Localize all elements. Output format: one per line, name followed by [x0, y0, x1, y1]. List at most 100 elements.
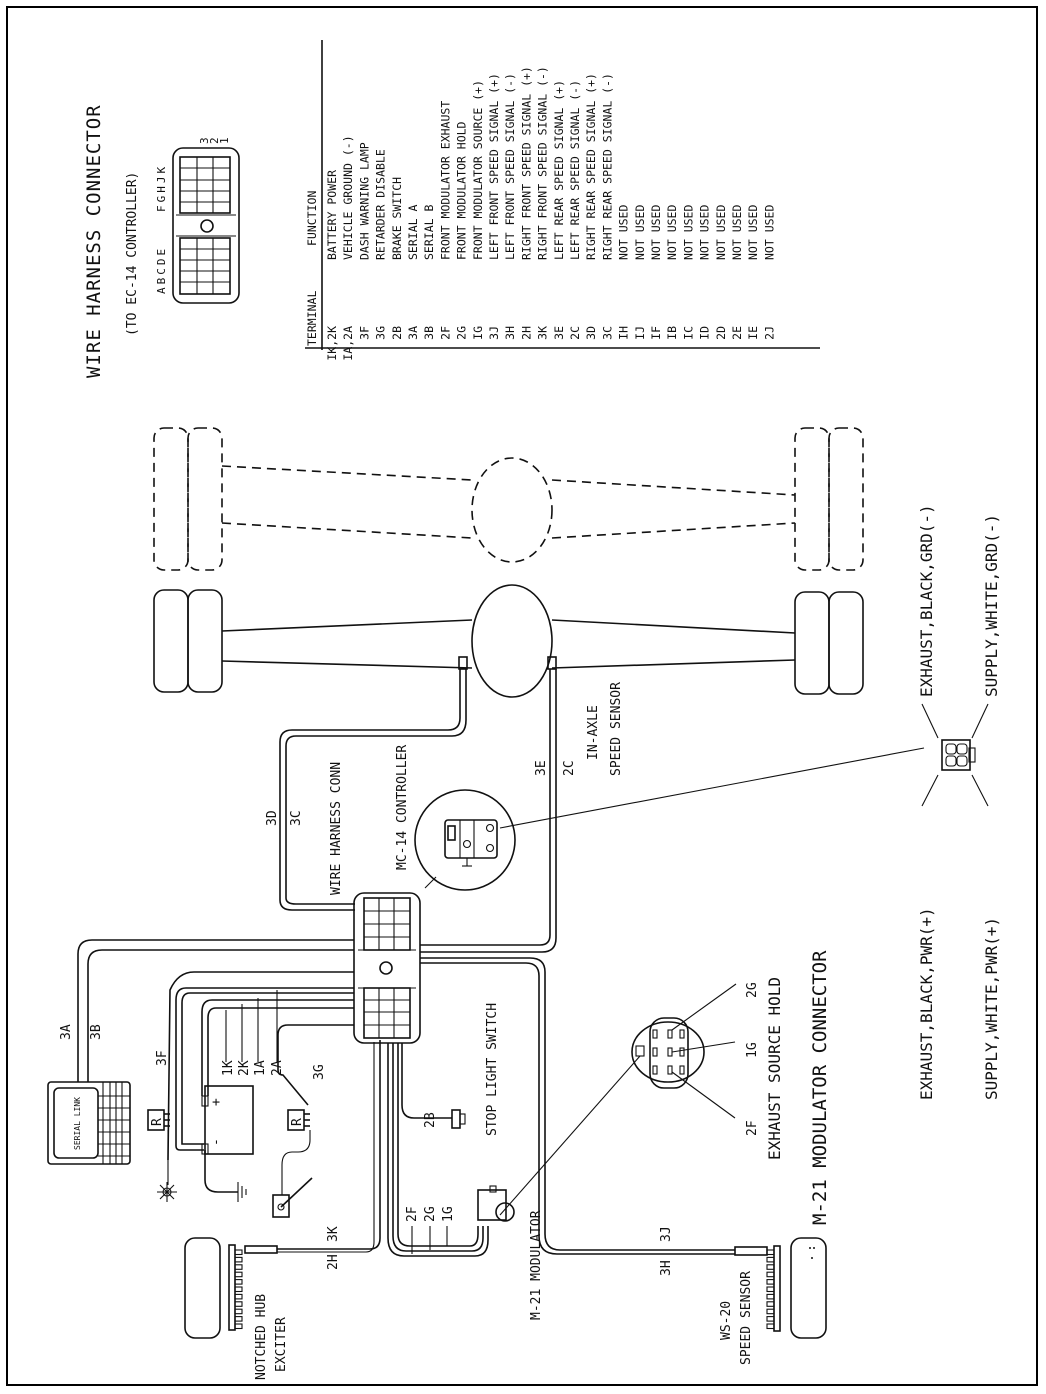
battery-plus: + [209, 1098, 224, 1106]
function-cell: VEHICLE GROUND (-) [341, 135, 355, 260]
battery-minus: - [209, 1138, 224, 1146]
wire-label-2K: 2K [237, 1060, 252, 1076]
label-exhaust-black-pwr: EXHAUST,BLACK,PWR(+) [917, 907, 936, 1100]
function-cell: BRAKE SWITCH [390, 177, 404, 260]
function-cell: NOT USED [762, 205, 776, 260]
wire-label-2G: 2G [423, 1206, 438, 1222]
mod-pin-2F: 2F [745, 1120, 760, 1136]
terminal-cell: 3G [374, 326, 388, 340]
terminal-cell: IF [649, 326, 663, 340]
label-notched-hub: NOTCHED HUB [254, 1294, 269, 1380]
table-row: 3B SERIAL B [422, 205, 436, 340]
function-cell: NOT USED [617, 205, 631, 260]
function-cell: LEFT FRONT SPEED SIGNAL (+) [487, 73, 501, 260]
table-row: 2D NOT USED [714, 205, 728, 340]
wire-label-3E: 3E [534, 760, 549, 776]
ground-icon [237, 1182, 247, 1202]
wire-label-3G: 3G [312, 1064, 327, 1080]
modulator-wires [387, 1043, 489, 1257]
battery: + - [201, 1085, 254, 1155]
svg-text:R: R [150, 1118, 165, 1126]
ws20-speed-sensor [734, 1237, 827, 1339]
table-row: IJ NOT USED [633, 205, 647, 340]
terminal-cell: 2D [714, 326, 728, 340]
function-cell: LEFT FRONT SPEED SIGNAL (-) [503, 73, 517, 260]
terminal-cell: 3K [536, 326, 550, 340]
function-cell: NOT USED [633, 205, 647, 260]
terminal-cell: 2B [390, 326, 404, 340]
retarder-switch [272, 1130, 313, 1218]
table-row: IC NOT USED [681, 205, 695, 340]
label-m21-modulator: M-21 MODULATOR [529, 1210, 544, 1320]
terminal-cell: ID [698, 326, 712, 340]
rear-axle [153, 584, 864, 698]
table-row: IF NOT USED [649, 205, 663, 340]
m21-modulator-connector [631, 983, 737, 1119]
terminal-cell: IA,2A [341, 326, 355, 361]
table-row: ID NOT USED [698, 205, 712, 340]
terminal-cell: 3C [600, 326, 614, 340]
function-cell: SERIAL B [422, 205, 436, 260]
table-row: IG FRONT MODULATOR SOURCE (+) [471, 80, 485, 340]
table-row: IA,2A VEHICLE GROUND (-) [341, 135, 355, 360]
wire-label-2F: 2F [405, 1206, 420, 1222]
function-cell: NOT USED [714, 205, 728, 260]
diagram-title: WIRE HARNESS CONNECTOR [83, 104, 105, 378]
terminal-cell: 3D [584, 326, 598, 340]
terminal-cell: 2E [730, 326, 744, 340]
terminal-cell: 3B [422, 326, 436, 340]
terminal-cell: IB [665, 326, 679, 340]
table-row: 2B BRAKE SWITCH [390, 177, 404, 340]
pin-row-3: 3 [198, 137, 211, 144]
terminal-cell: IK,2K [325, 326, 339, 361]
terminal-cell: 3E [552, 326, 566, 340]
function-cell: NOT USED [681, 205, 695, 260]
solenoid-connector [499, 703, 989, 829]
warning-lamp-icon [157, 1130, 177, 1202]
function-cell: FRONT MODULATOR SOURCE (+) [471, 80, 485, 260]
function-cell: NOT USED [649, 205, 663, 260]
label-wire-harness-conn: WIRE HARNESS CONN [329, 762, 344, 895]
terminal-cell: IJ [633, 326, 647, 340]
wire-label-3B: 3B [89, 1024, 104, 1040]
terminal-cell: IG [471, 326, 485, 340]
terminal-cell: 3F [357, 326, 371, 340]
function-cell: BATTERY POWER [325, 170, 339, 260]
pin-letters-left: ABCDE [155, 246, 168, 294]
m21-modulator [477, 1055, 641, 1222]
function-cell: NOT USED [698, 205, 712, 260]
pin-row-2: 2 [208, 137, 221, 144]
label-m21-connector: M-21 MODULATOR CONNECTOR [809, 950, 831, 1225]
relay-3G: R [287, 1109, 310, 1131]
label-ws20-speed-sensor: SPEED SENSOR [739, 1271, 754, 1365]
modulator-wire-arrows [411, 1226, 448, 1254]
label-ws20: WS-20 [719, 1301, 734, 1340]
battery-wire-arrows [225, 990, 278, 1062]
wire-label-3D: 3D [265, 810, 280, 826]
mod-pin-2G: 2G [745, 982, 760, 998]
terminal-cell: 2H [519, 326, 533, 340]
wire-label-3F: 3F [155, 1050, 170, 1066]
wire-label-1G: 1G [441, 1206, 456, 1222]
terminal-cell: IC [681, 326, 695, 340]
function-cell: NOT USED [746, 205, 760, 260]
wire-label-2A: 2A [270, 1060, 285, 1076]
wire-label-2H: 2H [326, 1254, 341, 1270]
label-exhaust-black-grd: EXHAUST,BLACK,GRD(-) [917, 504, 936, 697]
function-cell: RETARDER DISABLE [374, 149, 388, 260]
function-cell: SERIAL A [406, 205, 420, 260]
serial-link-device: SERIAL LINK [47, 1081, 131, 1165]
table-header-function: FUNCTION [305, 191, 319, 246]
svg-text:R: R [290, 1118, 305, 1126]
table-row: 3G RETARDER DISABLE [374, 149, 388, 340]
